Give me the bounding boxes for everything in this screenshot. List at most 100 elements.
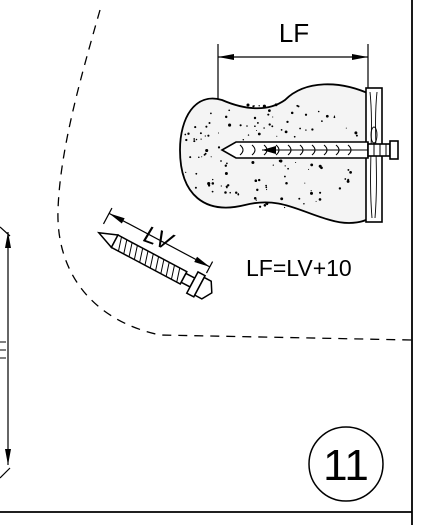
concrete-speck bbox=[199, 132, 202, 135]
concrete-speck bbox=[217, 132, 220, 134]
concrete-speck bbox=[227, 184, 230, 187]
concrete-speck bbox=[212, 178, 214, 181]
concrete-speck bbox=[262, 104, 266, 108]
concrete-speck bbox=[256, 188, 259, 192]
concrete-speck bbox=[253, 196, 257, 200]
concrete-speck bbox=[205, 125, 208, 128]
concrete-speck bbox=[267, 113, 270, 116]
concrete-speck bbox=[305, 129, 307, 131]
concrete-speck bbox=[283, 175, 286, 178]
concrete-speck bbox=[187, 132, 190, 135]
concrete-speck bbox=[272, 116, 274, 118]
concrete-speck bbox=[283, 206, 286, 209]
anchor-plug bbox=[220, 140, 399, 160]
concrete-speck bbox=[211, 182, 215, 185]
concrete-speck bbox=[224, 172, 228, 175]
concrete-speck bbox=[256, 121, 259, 124]
concrete-speck bbox=[297, 105, 300, 108]
lf-label: LF bbox=[279, 18, 309, 48]
concrete-speck bbox=[253, 116, 257, 120]
concrete-speck bbox=[263, 127, 265, 129]
detail-boundary-dashed bbox=[57, 9, 413, 341]
concrete-speck bbox=[279, 159, 283, 163]
step-number-circle bbox=[308, 426, 384, 502]
concrete-speck bbox=[239, 124, 242, 127]
concrete-speck bbox=[265, 184, 267, 187]
concrete-speck bbox=[246, 125, 248, 127]
concrete-speck bbox=[228, 123, 232, 127]
concrete-speck bbox=[189, 156, 192, 159]
concrete-speck bbox=[333, 116, 336, 119]
concrete-speck bbox=[256, 130, 258, 131]
concrete-speck bbox=[311, 128, 314, 131]
concrete-speck bbox=[271, 125, 274, 128]
concrete-speck bbox=[284, 130, 288, 134]
concrete-speck bbox=[265, 202, 267, 204]
concrete-speck bbox=[211, 190, 214, 193]
concrete-speck bbox=[320, 166, 323, 170]
concrete-speck bbox=[226, 162, 228, 165]
concrete-speck bbox=[198, 156, 200, 159]
concrete-speck bbox=[304, 113, 308, 116]
concrete-speck bbox=[210, 112, 212, 115]
concrete-speck bbox=[325, 114, 329, 118]
concrete-speck bbox=[257, 178, 261, 182]
concrete-speck bbox=[225, 185, 228, 188]
concrete-speck bbox=[201, 156, 203, 158]
lv-dimension bbox=[102, 207, 214, 274]
concrete-speck bbox=[195, 138, 198, 141]
concrete-speck bbox=[345, 127, 347, 129]
concrete-speck bbox=[338, 187, 342, 190]
left-dimension-partial bbox=[0, 226, 11, 479]
concrete-speck bbox=[194, 126, 197, 129]
concrete-speck bbox=[224, 164, 227, 167]
concrete-speck bbox=[195, 172, 198, 175]
concrete-speck bbox=[242, 138, 245, 141]
formula-text: LF=LV+10 bbox=[246, 255, 352, 281]
concrete-speck bbox=[207, 134, 210, 137]
concrete-speck bbox=[224, 191, 227, 194]
concrete-speck bbox=[304, 182, 306, 184]
concrete-speck bbox=[276, 135, 278, 137]
concrete-speck bbox=[315, 200, 317, 202]
concrete-speck bbox=[317, 110, 320, 113]
concrete-speck bbox=[254, 125, 256, 128]
step-number: 11 bbox=[323, 441, 369, 490]
concrete-speck bbox=[258, 105, 260, 107]
concrete-speck bbox=[286, 120, 289, 124]
concrete-speck bbox=[258, 205, 262, 208]
concrete-speck bbox=[290, 111, 294, 115]
concrete-speck bbox=[220, 185, 222, 187]
concrete-speck bbox=[254, 179, 258, 183]
lv-screw bbox=[96, 231, 213, 300]
concrete-speck bbox=[285, 181, 288, 185]
concrete-speck bbox=[310, 190, 312, 192]
concrete-speck bbox=[299, 127, 301, 130]
concrete-speck bbox=[200, 138, 202, 140]
concrete-speck bbox=[268, 123, 271, 126]
concrete-speck bbox=[272, 164, 274, 166]
concrete-speck bbox=[293, 135, 296, 138]
concrete-speck bbox=[185, 138, 188, 142]
concrete-speck bbox=[237, 193, 240, 196]
concrete-speck bbox=[309, 191, 314, 195]
concrete-speck bbox=[310, 163, 314, 167]
concrete-speck bbox=[185, 171, 187, 174]
concrete-speckle bbox=[184, 103, 358, 209]
concrete-speck bbox=[207, 182, 211, 186]
concrete-speck bbox=[295, 161, 297, 164]
concrete-speck bbox=[246, 103, 250, 107]
concrete-speck bbox=[308, 168, 310, 170]
concrete-speck bbox=[287, 167, 289, 170]
concrete-speck bbox=[280, 129, 283, 131]
concrete-speck bbox=[354, 131, 358, 135]
concrete-speck bbox=[303, 202, 305, 205]
concrete-speck bbox=[220, 160, 222, 162]
concrete-speck bbox=[263, 204, 267, 207]
concrete-speck bbox=[193, 138, 196, 140]
concrete-speck bbox=[204, 152, 207, 155]
concrete-speck bbox=[234, 191, 238, 194]
concrete-speck bbox=[298, 197, 301, 200]
